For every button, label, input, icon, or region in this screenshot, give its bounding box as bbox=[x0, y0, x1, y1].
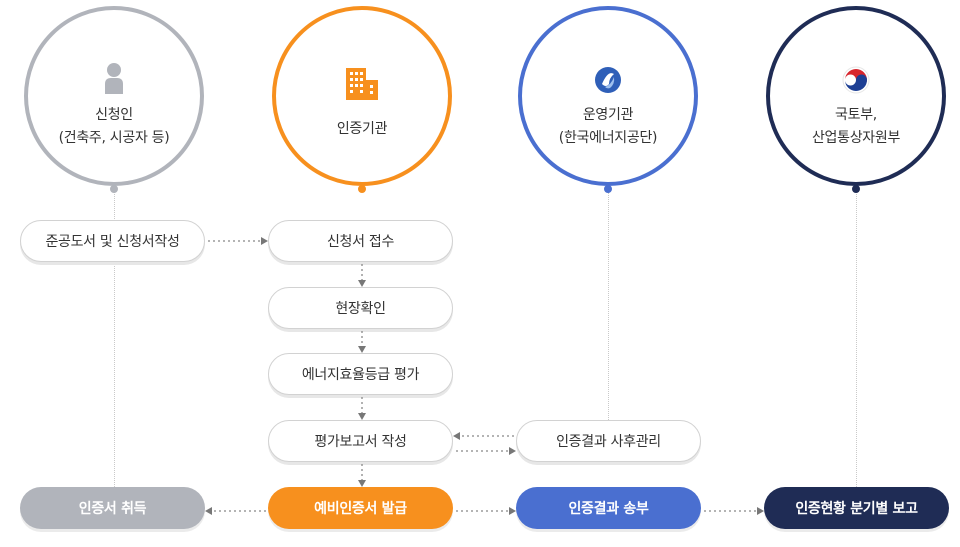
cert-body-node: 인증기관 bbox=[272, 6, 452, 186]
cert-body-title: 인증기관 bbox=[336, 121, 388, 137]
energy-agency-logo-icon bbox=[595, 67, 621, 93]
applicant-subtitle: (건축주, 시공자 등) bbox=[58, 130, 170, 146]
step-issue-pre-certificate: 예비인증서 발급 bbox=[268, 487, 453, 529]
operator-dot bbox=[604, 185, 612, 193]
ministry-lane-line bbox=[856, 192, 857, 487]
step-site-check: 현장확인 bbox=[268, 287, 453, 329]
applicant-lane-line bbox=[114, 192, 115, 487]
step-quarterly-report: 인증현황 분기별 보고 bbox=[764, 487, 949, 529]
arrowhead-down bbox=[358, 280, 366, 287]
arrowhead-left bbox=[205, 507, 212, 515]
applicant-title: 신청인 bbox=[95, 107, 133, 123]
arrowhead-down bbox=[358, 413, 366, 420]
step-prepare-docs: 준공도서 및 신청서작성 bbox=[20, 220, 205, 262]
applicant-node: 신청인 (건축주, 시공자 등) bbox=[24, 6, 204, 186]
taegeuk-emblem-icon bbox=[842, 66, 870, 94]
operator-lane-line bbox=[608, 192, 609, 420]
building-icon bbox=[346, 68, 378, 100]
ministry-subtitle: 산업통상자원부 bbox=[811, 130, 901, 146]
operator-node: 운영기관 (한국에너지공단) bbox=[518, 6, 698, 186]
ministry-node: 국토부, 산업통상자원부 bbox=[766, 6, 946, 186]
step-obtain-certificate: 인증서 취득 bbox=[20, 487, 205, 529]
arrowhead-left bbox=[453, 432, 460, 440]
arrowhead-right bbox=[509, 447, 516, 455]
step-post-management: 인증결과 사후관리 bbox=[516, 420, 701, 462]
operator-title: 운영기관 bbox=[582, 107, 634, 123]
step-receive-application: 신청서 접수 bbox=[268, 220, 453, 262]
arrowhead-down bbox=[358, 346, 366, 353]
arrowhead-down bbox=[358, 480, 366, 487]
cert-body-dot bbox=[358, 185, 366, 193]
arrowhead-right bbox=[261, 237, 268, 245]
arrowhead-right bbox=[757, 507, 764, 515]
applicant-dot bbox=[110, 185, 118, 193]
ministry-dot bbox=[852, 185, 860, 193]
person-icon bbox=[105, 63, 123, 94]
ministry-title: 국토부, bbox=[835, 107, 877, 123]
step-grade-evaluation: 에너지효율등급 평가 bbox=[268, 353, 453, 395]
step-write-report: 평가보고서 작성 bbox=[268, 420, 453, 462]
step-send-result: 인증결과 송부 bbox=[516, 487, 701, 529]
arrowhead-right bbox=[509, 507, 516, 515]
operator-subtitle: (한국에너지공단) bbox=[558, 130, 658, 146]
